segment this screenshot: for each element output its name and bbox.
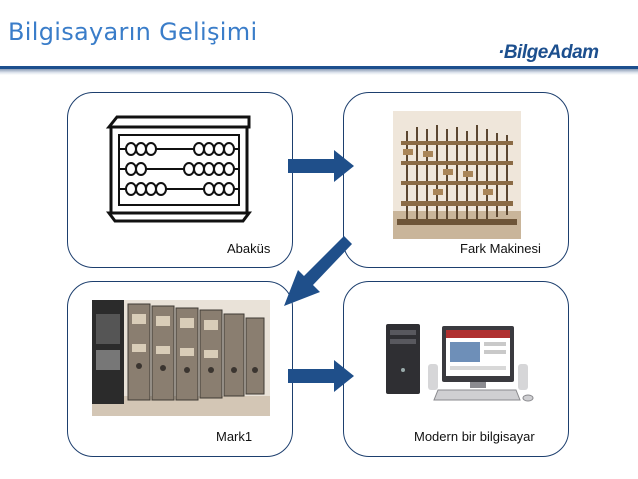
caption-abacus: Abaküs <box>227 241 271 256</box>
caption-mark1: Mark1 <box>216 429 253 444</box>
bilgeadam-logo: ·BilgeAdam <box>498 42 599 64</box>
abacus-icon <box>105 115 252 223</box>
logo-part-1: Bilge <box>503 42 548 63</box>
header-rule <box>0 66 638 69</box>
logo-dot-icon: · <box>498 42 504 63</box>
mark1-photo <box>92 300 270 416</box>
slide-title: Bilgisayarın Gelişimi <box>8 18 258 46</box>
arrow-right-icon-2 <box>288 360 354 392</box>
difference-engine-photo <box>393 111 521 239</box>
header-rule-shadow <box>0 69 638 75</box>
caption-difference-engine: Fark Makinesi <box>460 241 541 256</box>
modern-computer-icon <box>386 324 534 402</box>
caption-modern-computer: Modern bir bilgisayar <box>414 429 535 444</box>
arrow-right-icon <box>288 150 354 182</box>
arrow-diagonal-down-left-icon <box>284 236 352 306</box>
logo-part-2: Adam <box>547 42 599 63</box>
